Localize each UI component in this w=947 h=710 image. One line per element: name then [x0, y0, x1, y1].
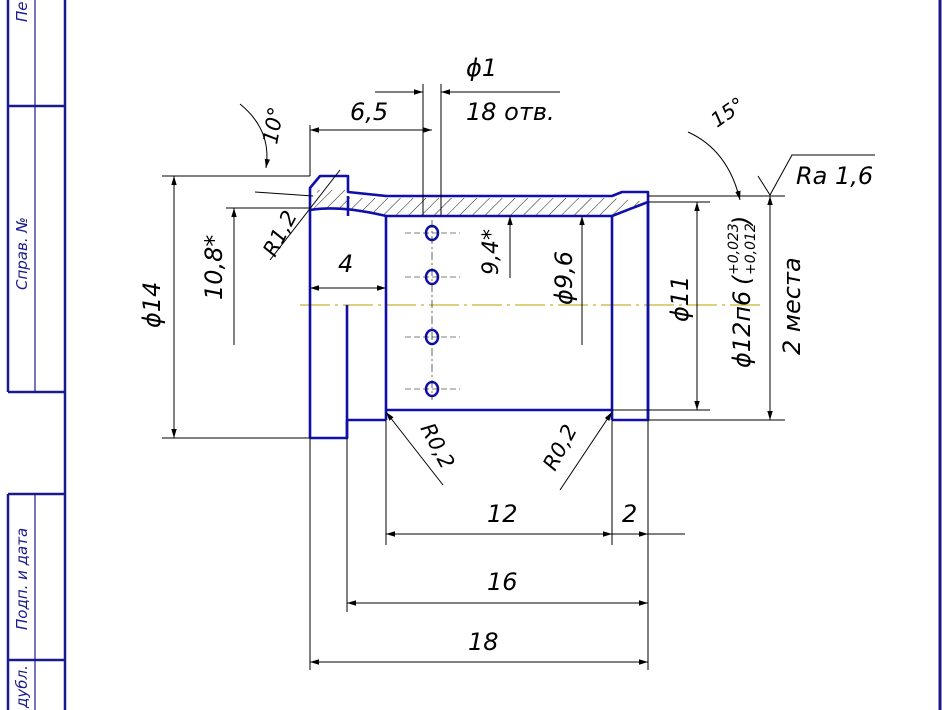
dim-6-5: 6,5 [350, 98, 388, 126]
dimension-lines [162, 84, 875, 670]
part-contour [308, 174, 650, 440]
dim-hole-diameter: ϕ1 [466, 54, 497, 82]
dim-12: 12 [487, 500, 518, 528]
dim-16: 16 [487, 568, 518, 596]
dim-r02-left: R0,2 [416, 419, 460, 473]
dim-phi-11: ϕ11 [666, 276, 694, 322]
dim-angle-10: 10° [258, 105, 288, 146]
hole-4 [405, 380, 460, 398]
roughness-ra: Ra 1,6 [796, 162, 873, 190]
hole-2 [405, 268, 460, 286]
title-block-frame [6, 0, 67, 710]
hole-1 [405, 224, 460, 242]
dim-4: 4 [338, 250, 353, 278]
dim-9-4: 9,4* [479, 229, 504, 275]
holes [405, 220, 460, 400]
dim-phi-14: ϕ14 [138, 282, 166, 328]
frame-label-podp-data: Подп. и дата [13, 528, 31, 630]
hole-3 [405, 328, 460, 346]
tolerance-bracket-close: ) [728, 216, 756, 227]
dim-18: 18 [468, 628, 499, 656]
dim-angle-15: 15° [706, 92, 749, 132]
dim-hole-count: 18 отв. [466, 98, 555, 126]
dim-phi-9-6: ϕ9,6 [550, 251, 578, 305]
dim-phi-12-fit: ϕ12п6 [728, 291, 756, 368]
tolerance-bracket-open: ( [728, 274, 756, 285]
tolerance-upper: +0,023 [726, 223, 742, 275]
dim-places-note: 2 места [778, 257, 806, 355]
dim-fillet-r12: R1,2 [258, 207, 302, 261]
frame-label-inv-dubl: дубл. [13, 665, 31, 709]
frame-label-top: Пе [13, 1, 31, 22]
tolerance-lower: +0,012 [743, 223, 759, 275]
dim-2: 2 [622, 500, 637, 528]
dim-10-8: 10,8* [200, 235, 228, 300]
frame-label-spravochny: Справ. № [13, 217, 31, 290]
section-hatch [310, 190, 648, 216]
